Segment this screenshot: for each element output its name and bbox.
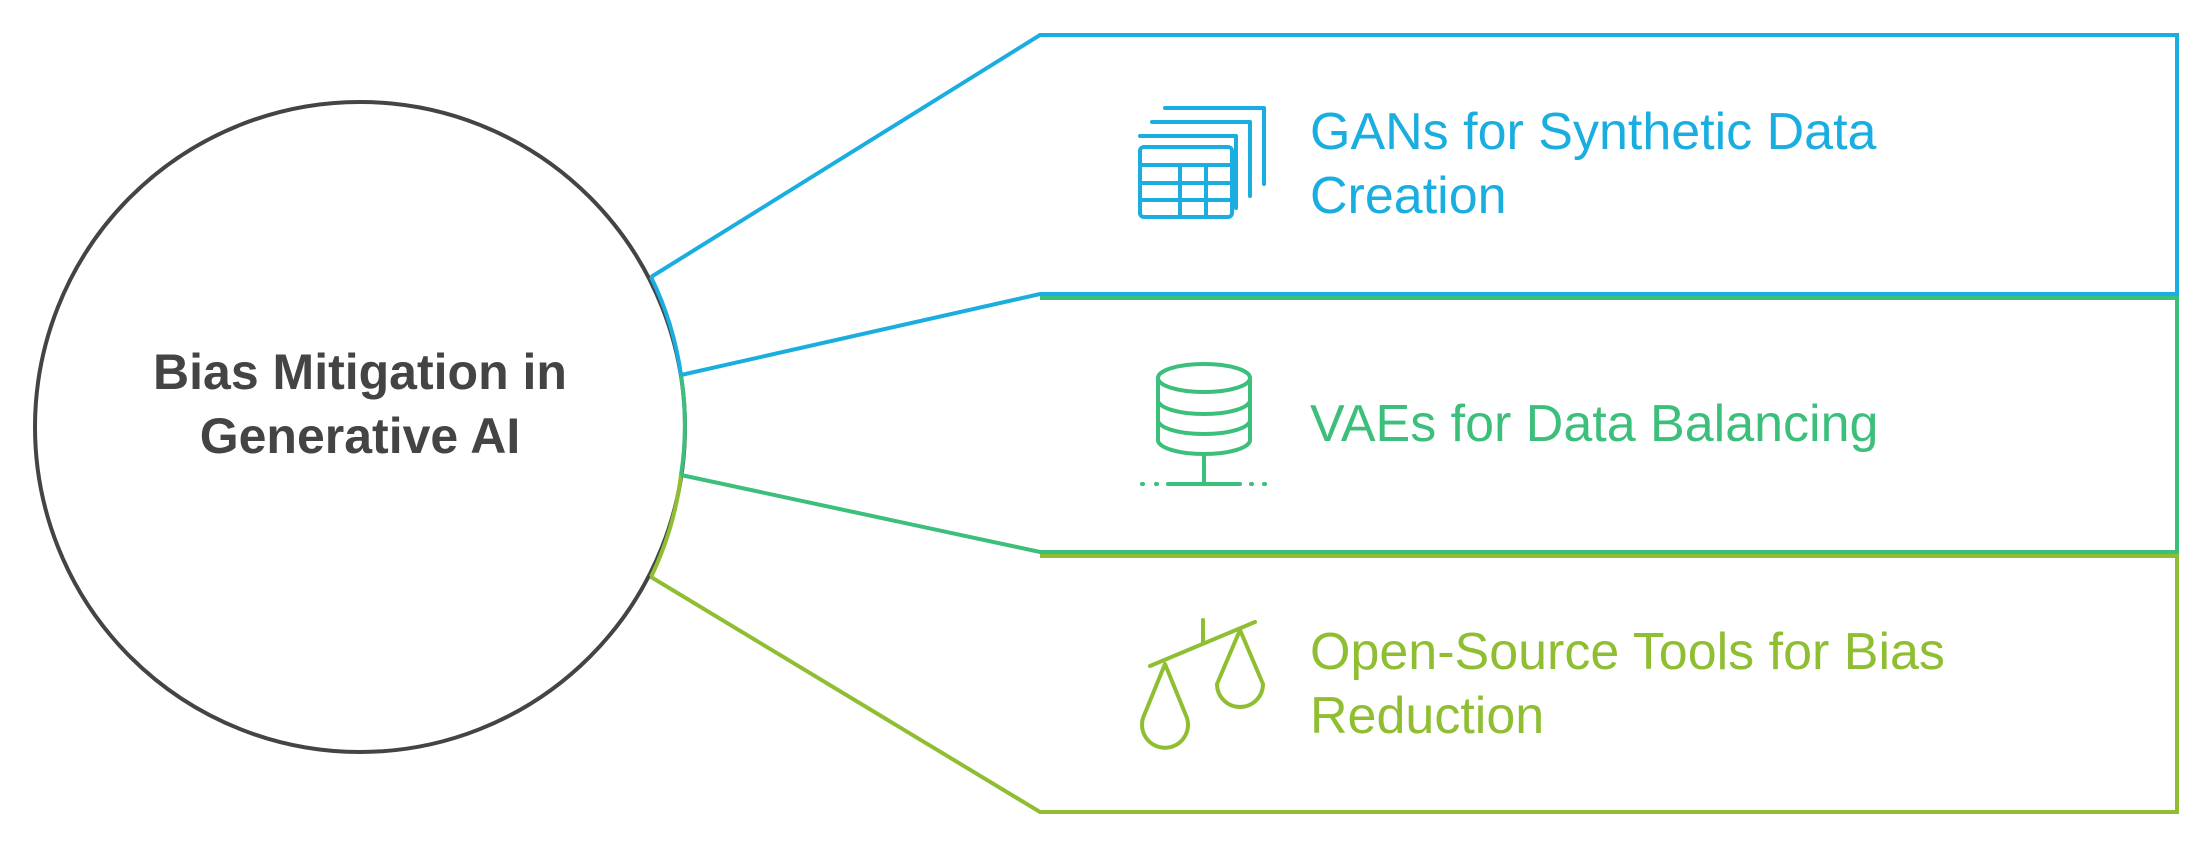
branch-open-source-label: Open-Source Tools for Bias Reduction — [1310, 620, 1945, 748]
branch-open-source — [649, 554, 2179, 814]
center-title-line1: Bias Mitigation in — [153, 344, 567, 400]
branch-open-source-line1: Open-Source Tools for Bias — [1310, 623, 1945, 681]
database-icon — [1140, 362, 1267, 486]
branch-gans-line1: GANs for Synthetic Data — [1310, 103, 1877, 161]
scales-icon — [1140, 618, 1265, 750]
arc-green — [679, 374, 687, 476]
branch-vaes-line1: VAEs for Data Balancing — [1310, 395, 1879, 453]
branch-gans-label: GANs for Synthetic Data Creation — [1310, 100, 1876, 228]
branch-gans-outline — [649, 33, 2179, 377]
arc-lime — [649, 474, 683, 578]
table-stack-icon — [1138, 106, 1266, 219]
center-title-line2: Generative AI — [199, 408, 521, 464]
branch-open-source-outline — [649, 554, 2179, 814]
branch-vaes-label: VAEs for Data Balancing — [1310, 392, 1878, 456]
center-title: Bias Mitigation in Generative AI — [90, 340, 630, 468]
arc-blue — [649, 276, 683, 376]
branch-vaes — [680, 296, 2179, 554]
branch-vaes-outline — [680, 296, 2179, 554]
branch-gans-line2: Creation — [1310, 167, 1507, 225]
branch-gans — [649, 33, 2179, 377]
branch-open-source-line2: Reduction — [1310, 687, 1545, 745]
